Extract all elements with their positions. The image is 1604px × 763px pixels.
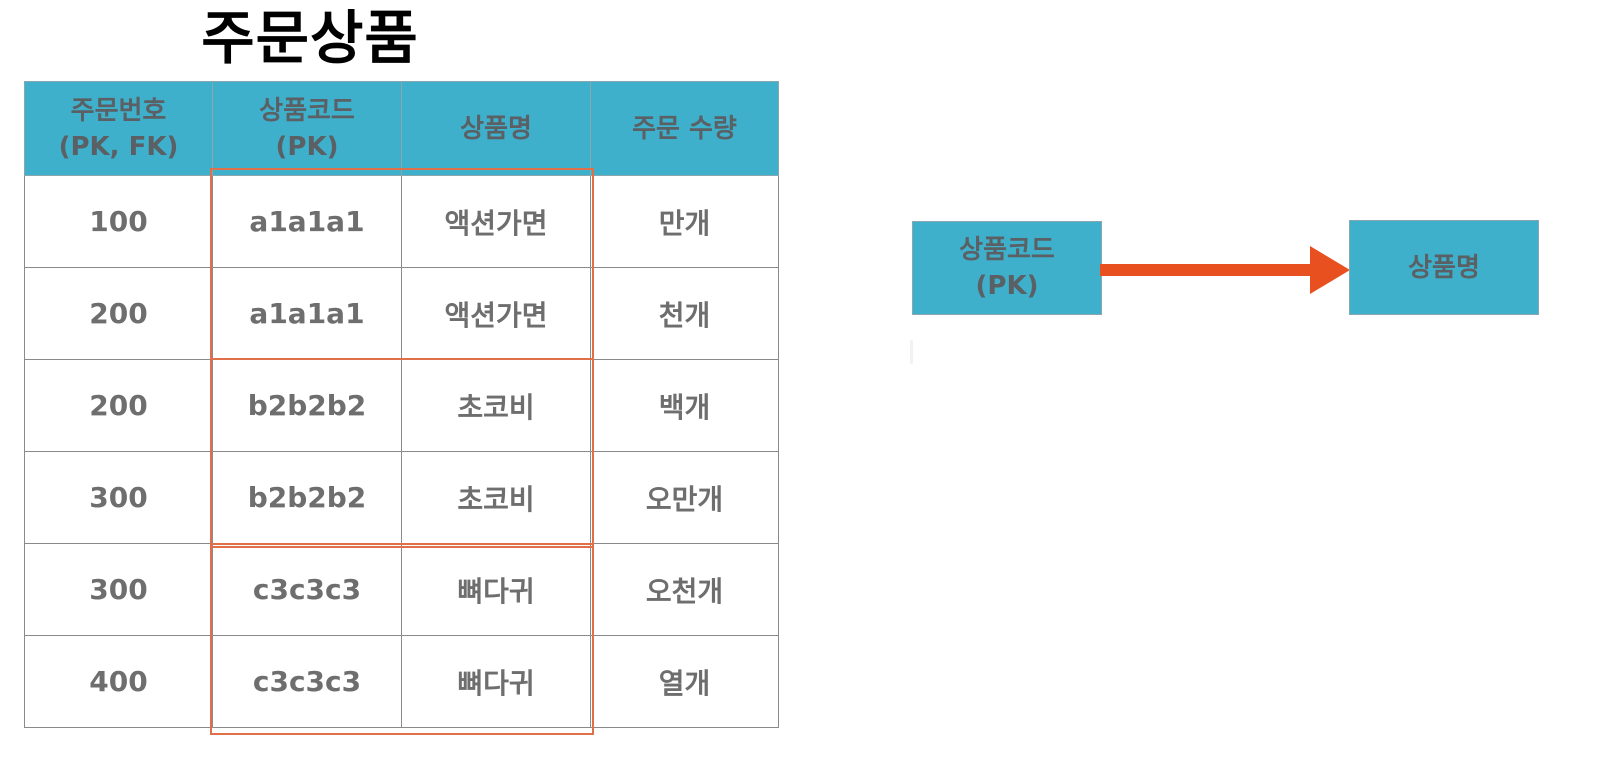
cell-order-number: 400: [24, 635, 213, 728]
arrow-head: [1310, 246, 1350, 294]
cell-product-name: 액션가면: [401, 175, 591, 268]
cell-product-code: b2b2b2: [212, 451, 402, 544]
table-row: 300 b2b2b2 초코비 오만개: [24, 451, 779, 544]
table-row: 300 c3c3c3 뼈다귀 오천개: [24, 543, 779, 636]
dependency-target-box: 상품명: [1349, 220, 1539, 315]
cell-product-code: a1a1a1: [212, 175, 402, 268]
table-header-row: 주문번호 (PK, FK) 상품코드 (PK) 상품명 주문 수량: [24, 81, 779, 176]
cell-product-name: 초코비: [401, 359, 591, 452]
header-product-name: 상품명: [401, 81, 591, 176]
cell-product-name: 초코비: [401, 451, 591, 544]
cell-order-quantity: 만개: [590, 175, 779, 268]
header-order-number: 주문번호 (PK, FK): [24, 81, 213, 176]
table-row: 200 b2b2b2 초코비 백개: [24, 359, 779, 452]
cell-order-quantity: 백개: [590, 359, 779, 452]
order-product-table-container: 주문번호 (PK, FK) 상품코드 (PK) 상품명 주문 수량 100 a1…: [24, 81, 779, 730]
table-row: 200 a1a1a1 액션가면 천개: [24, 267, 779, 360]
cell-product-code: c3c3c3: [212, 635, 402, 728]
page-title: 주문상품: [201, 4, 419, 72]
cell-order-quantity: 오만개: [590, 451, 779, 544]
cell-product-code: c3c3c3: [212, 543, 402, 636]
cell-product-name: 뼈다귀: [401, 543, 591, 636]
cell-order-quantity: 천개: [590, 267, 779, 360]
cell-order-number: 300: [24, 543, 213, 636]
cell-order-number: 100: [24, 175, 213, 268]
order-product-table: 주문번호 (PK, FK) 상품코드 (PK) 상품명 주문 수량 100 a1…: [24, 81, 779, 728]
table-row: 400 c3c3c3 뼈다귀 열개: [24, 635, 779, 728]
dependency-arrow: [1100, 246, 1350, 294]
cell-product-name: 액션가면: [401, 267, 591, 360]
header-order-quantity: 주문 수량: [590, 81, 779, 176]
dependency-source-box: 상품코드 (PK): [912, 221, 1102, 315]
cell-order-number: 200: [24, 267, 213, 360]
cell-order-quantity: 오천개: [590, 543, 779, 636]
cell-product-code: a1a1a1: [212, 267, 402, 360]
cell-product-name: 뼈다귀: [401, 635, 591, 728]
header-product-code: 상품코드 (PK): [212, 81, 402, 176]
cell-order-number: 300: [24, 451, 213, 544]
cell-order-quantity: 열개: [590, 635, 779, 728]
table-row: 100 a1a1a1 액션가면 만개: [24, 175, 779, 268]
arrow-shaft: [1100, 264, 1312, 276]
cell-order-number: 200: [24, 359, 213, 452]
decorative-speck: [910, 340, 913, 364]
cell-product-code: b2b2b2: [212, 359, 402, 452]
